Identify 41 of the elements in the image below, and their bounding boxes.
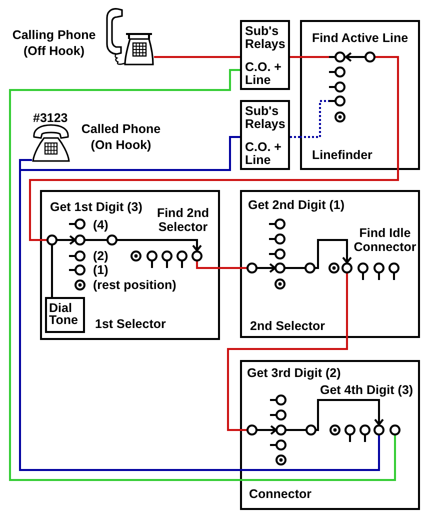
switch-name: Connector bbox=[249, 487, 312, 501]
relay-label: Sub's Relays bbox=[245, 25, 286, 51]
phone-number: #3123 bbox=[33, 111, 68, 125]
dial-tone-label: Dial Tone bbox=[49, 302, 79, 326]
wire bbox=[29, 170, 399, 241]
contact-label: (4) bbox=[93, 218, 108, 232]
wire bbox=[290, 136, 300, 138]
wire bbox=[220, 267, 240, 269]
wire bbox=[9, 69, 240, 481]
switch-heading: Get 3rd Digit (2) bbox=[247, 366, 341, 380]
relay-box bbox=[240, 20, 290, 90]
wire bbox=[19, 159, 240, 471]
wire bbox=[290, 56, 300, 58]
switch-box bbox=[240, 360, 420, 510]
wire bbox=[227, 338, 348, 431]
contact-label: (1) bbox=[93, 263, 108, 277]
phone-caption: Calling Phone (Off Hook) bbox=[11, 27, 97, 59]
contact-label: (2) bbox=[93, 249, 108, 263]
switch-heading: Find 2nd Selector bbox=[156, 206, 210, 234]
telephone-icon bbox=[104, 6, 154, 66]
switch-heading: Get 2nd Digit (1) bbox=[248, 198, 345, 212]
phone-caption: Called Phone (On Hook) bbox=[80, 121, 162, 153]
dial-tone-box bbox=[45, 297, 85, 333]
switch-heading: Get 4th Digit (3) bbox=[320, 383, 414, 397]
switch-box bbox=[300, 20, 420, 170]
telephone-icon bbox=[32, 124, 70, 162]
relay-label: C.O. + Line bbox=[245, 141, 282, 167]
switch-name: Linefinder bbox=[312, 148, 372, 162]
contact-label: (rest position) bbox=[93, 278, 176, 292]
switch-heading: Find Idle Connector bbox=[352, 226, 418, 254]
switch-name: 1st Selector bbox=[95, 317, 166, 331]
switch-name: 2nd Selector bbox=[250, 319, 326, 333]
switch-heading: Find Active Line bbox=[310, 31, 410, 45]
wire bbox=[154, 56, 240, 58]
relay-label: Sub's Relays bbox=[245, 105, 286, 131]
switch-heading: Get 1st Digit (3) bbox=[50, 200, 142, 214]
switch-box bbox=[240, 190, 420, 338]
switch-box bbox=[40, 190, 220, 340]
wire bbox=[19, 136, 240, 171]
relay-box bbox=[240, 100, 290, 170]
relay-label: C.O. + Line bbox=[245, 61, 282, 87]
